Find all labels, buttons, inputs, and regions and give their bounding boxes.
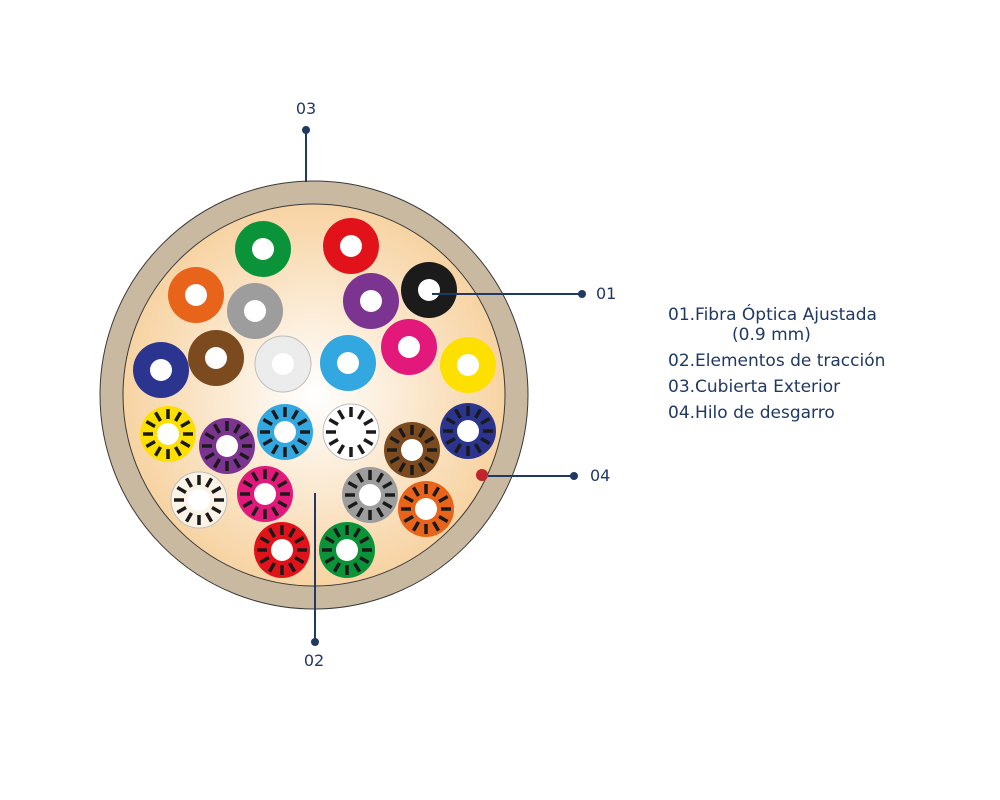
fiber-22 xyxy=(398,481,454,537)
callout-02: 02 xyxy=(304,493,324,670)
legend-item-ripcord: 04.Hilo de desgarro xyxy=(668,403,835,423)
fiber-18 xyxy=(440,403,496,459)
fiber-15 xyxy=(257,404,313,460)
callout-02-label: 02 xyxy=(304,651,324,670)
legend-item-outer-jacket: 03.Cubierta Exterior xyxy=(668,377,841,397)
fiber-1 xyxy=(235,221,291,277)
fiber-6 xyxy=(401,262,457,318)
legend-item-fiber: 01.Fibra Óptica Ajustada xyxy=(668,305,877,325)
fiber-17 xyxy=(384,422,440,478)
fiber-7 xyxy=(133,342,189,398)
fiber-8 xyxy=(188,330,244,386)
tight-buffered-fibers xyxy=(133,218,496,578)
fiber-23 xyxy=(254,522,310,578)
callout-03-label: 03 xyxy=(296,99,316,118)
fiber-24 xyxy=(319,522,375,578)
fiber-13 xyxy=(140,406,196,462)
fiber-2 xyxy=(323,218,379,274)
fiber-16 xyxy=(322,403,380,461)
fiber-20 xyxy=(237,466,293,522)
fiber-10 xyxy=(320,335,376,391)
legend-item-strength-members: 02.Elementos de tracción xyxy=(668,351,886,371)
callout-01-label: 01 xyxy=(596,284,616,303)
callout-04-label: 04 xyxy=(590,466,610,485)
fiber-9 xyxy=(254,335,312,393)
fiber-3 xyxy=(168,267,224,323)
fiber-5 xyxy=(343,273,399,329)
fiber-4 xyxy=(227,283,283,339)
legend: 01.Fibra Óptica Ajustada (0.9 mm) 02.Ele… xyxy=(668,302,885,426)
fiber-11 xyxy=(381,319,437,375)
fiber-19 xyxy=(170,471,228,529)
legend-item-fiber-size: (0.9 mm) xyxy=(732,325,811,345)
callout-01: 01 xyxy=(432,284,616,303)
ripcord-marker xyxy=(476,469,488,481)
fiber-12 xyxy=(440,337,496,393)
fiber-21 xyxy=(342,467,398,523)
callout-04: 04 xyxy=(488,466,610,485)
fiber-14 xyxy=(199,418,255,474)
callout-03: 03 xyxy=(296,99,316,182)
